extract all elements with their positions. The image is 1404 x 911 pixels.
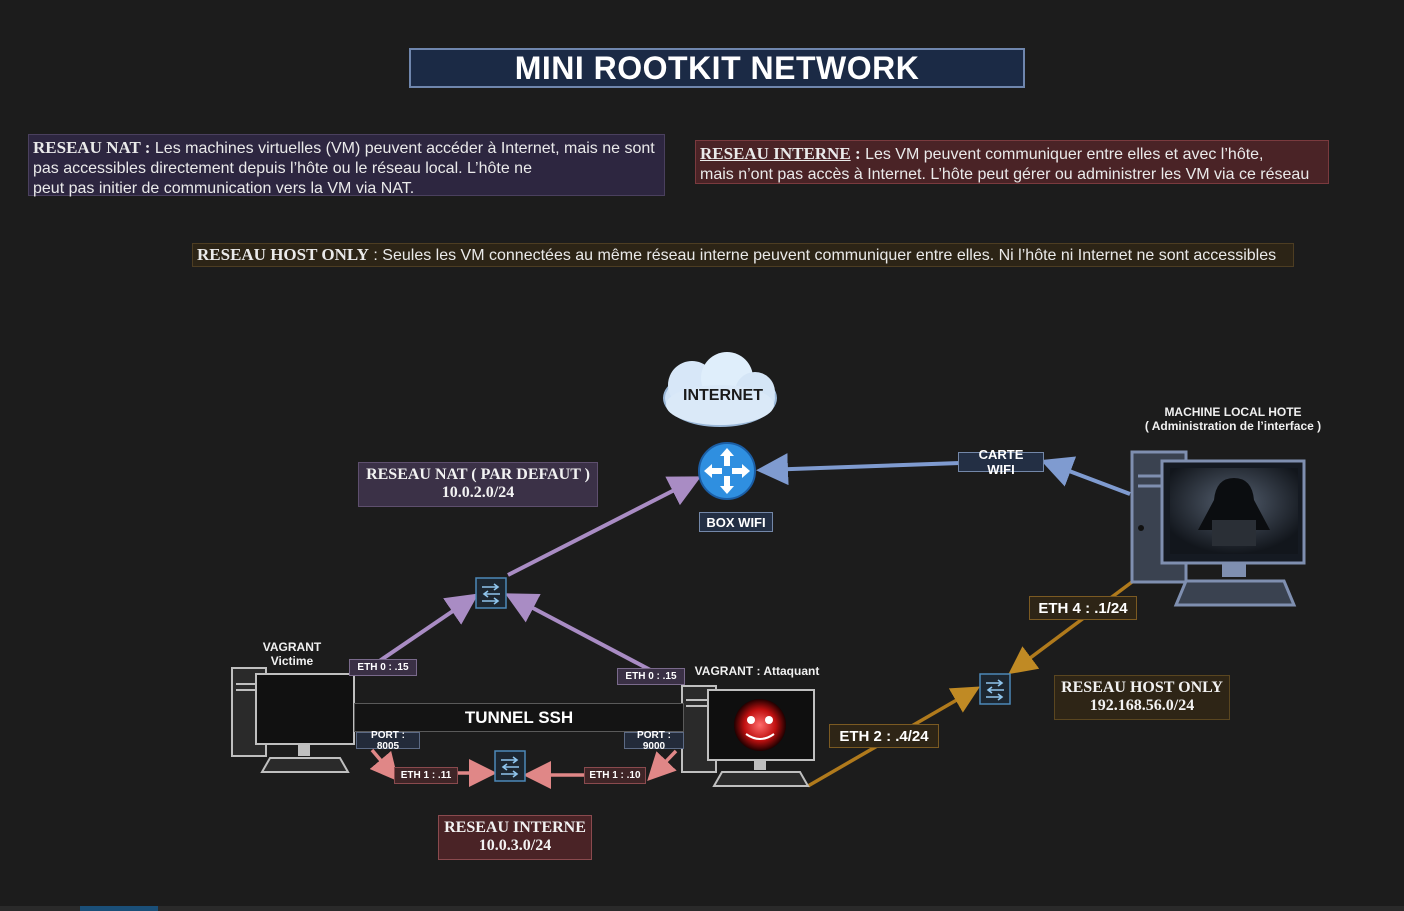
switch-interne-icon [494,750,526,782]
host-machine-title: MACHINE LOCAL HOTE [1164,405,1302,419]
attacker-eth1-label: ETH 1 : .10 [584,767,646,784]
internet-label: INTERNET [683,387,763,404]
switch-nat-icon [475,577,507,609]
host-only-note-text: : Seules les VM connectées au même résea… [368,247,1277,264]
internet-cloud-icon [663,352,777,427]
host-eth4-label: ETH 4 : .1/24 [1029,596,1137,620]
nat-note-line1: Les machines virtuelles (VM) peuvent acc… [154,140,655,157]
victim-label-line1: VAGRANT [262,640,322,654]
interne-network-subnet: 10.0.3.0/24 [478,837,552,854]
victim-label-line2: Victime [270,654,314,668]
bottom-scrollbar-track[interactable] [0,906,1404,911]
wifi-links [756,453,1131,496]
victim-label: VAGRANT Victime [250,640,334,668]
attacker-eth0-label: ETH 0 : .15 [617,668,685,685]
nat-links [376,476,702,675]
host-only-network-box: RESEAU HOST ONLY 192.168.56.0/24 [1054,675,1230,720]
victim-eth1-label: ETH 1 : .11 [394,767,458,784]
carte-wifi-label: CARTE WIFI [958,447,1044,477]
switch-host-only-icon [979,673,1011,705]
victim-port-label: PORT : 8005 [356,730,420,752]
victim-computer-icon [231,667,355,773]
host-only-network-name: RESEAU HOST ONLY [1061,679,1223,696]
host-computer-icon [1130,450,1306,607]
nat-note-key: RESEAU NAT : [33,138,151,157]
attacker-eth2-label: ETH 2 : .4/24 [829,724,939,748]
tunnel-ssh-bar: TUNNEL SSH [354,703,684,732]
attacker-label: VAGRANT : Attaquant [694,664,820,678]
router-icon [698,442,756,500]
nat-network-name: RESEAU NAT ( PAR DEFAUT ) [366,466,590,483]
host-only-network-subnet: 192.168.56.0/24 [1089,697,1195,714]
interne-note-colon: : [850,144,861,163]
host-only-note-key: RESEAU HOST ONLY [197,245,369,264]
interne-links [369,748,678,789]
bottom-scrollbar-thumb[interactable] [80,906,158,911]
attacker-port-label: PORT : 9000 [624,730,684,752]
nat-network-subnet: 10.0.2.0/24 [441,484,515,501]
attacker-computer-icon [681,685,815,787]
nat-network-box: RESEAU NAT ( PAR DEFAUT ) 10.0.2.0/24 [358,462,598,507]
nat-note-line2: pas accessibles directement depuis l’hôt… [33,160,532,177]
interne-note-line1: Les VM peuvent communiquer entre elles e… [865,146,1264,163]
nat-note-line3: peut pas initier de communication vers l… [33,180,415,197]
interne-network-box: RESEAU INTERNE 10.0.3.0/24 [438,815,592,860]
host-machine-subtitle: ( Administration de l’interface ) [1144,419,1322,433]
box-wifi-label: BOX WIFI [699,512,773,532]
nat-note: RESEAU NAT : Les machines virtuelles (VM… [28,134,665,197]
host-only-note: RESEAU HOST ONLY : Seules les VM connect… [192,243,1294,267]
host-machine-label: MACHINE LOCAL HOTE ( Administration de l… [1128,405,1338,433]
interne-network-name: RESEAU INTERNE [444,819,586,836]
interne-note-key: RESEAU INTERNE [700,144,851,163]
page-title: MINI ROOTKIT NETWORK [409,48,1025,88]
victim-eth0-label: ETH 0 : .15 [349,659,417,676]
interne-note: RESEAU INTERNE : Les VM peuvent communiq… [695,140,1329,184]
interne-note-line2: mais n’ont pas accès à Internet. L’hôte … [700,166,1310,183]
